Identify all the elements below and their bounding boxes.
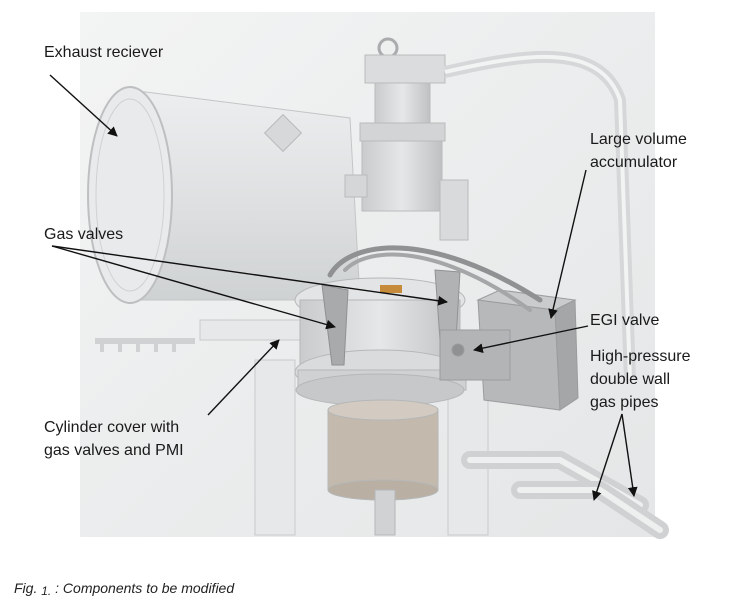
leader-accumulator <box>548 169 587 319</box>
receiver-rail <box>95 338 195 352</box>
figure-caption: Fig. 1. : Components to be modified <box>14 580 235 598</box>
caption-number: 1. <box>41 584 52 598</box>
label-hp-pipes-line3: gas pipes <box>590 394 659 411</box>
leader-hp-pipes-b <box>621 413 638 497</box>
high-pressure-gas-pipes <box>327 245 669 539</box>
leader-exhaust-receiver <box>49 74 118 137</box>
leader-gas-valve-left <box>51 245 336 330</box>
egi-valve-block <box>439 329 511 381</box>
label-large-volume-accumulator-line2: accumulator <box>590 154 678 171</box>
leader-cylinder-cover <box>207 339 280 416</box>
label-exhaust-receiver: Exhaust reciever <box>44 44 164 61</box>
label-cylinder-cover-line1: Cylinder cover with <box>44 419 180 436</box>
leader-lines <box>49 74 638 501</box>
label-hp-pipes-line1: High-pressure <box>590 348 691 365</box>
leader-egi-valve <box>473 325 589 353</box>
top-valve-tower <box>344 37 469 241</box>
caption-prefix: Fig. <box>14 580 42 596</box>
label-cylinder-cover-line2: gas valves and PMI <box>44 442 184 459</box>
label-large-volume-accumulator-line1: Large volume <box>590 131 687 148</box>
caption-text: : Components to be modified <box>51 580 235 596</box>
leader-hp-pipes-a <box>592 413 623 501</box>
label-gas-valves: Gas valves <box>44 226 124 243</box>
exhaust-receiver-drum <box>87 86 361 352</box>
label-egi-valve: EGI valve <box>590 312 660 329</box>
large-volume-accumulator <box>476 289 579 411</box>
leader-gas-valve-right <box>51 245 448 306</box>
label-hp-pipes-line2: double wall <box>590 371 671 388</box>
